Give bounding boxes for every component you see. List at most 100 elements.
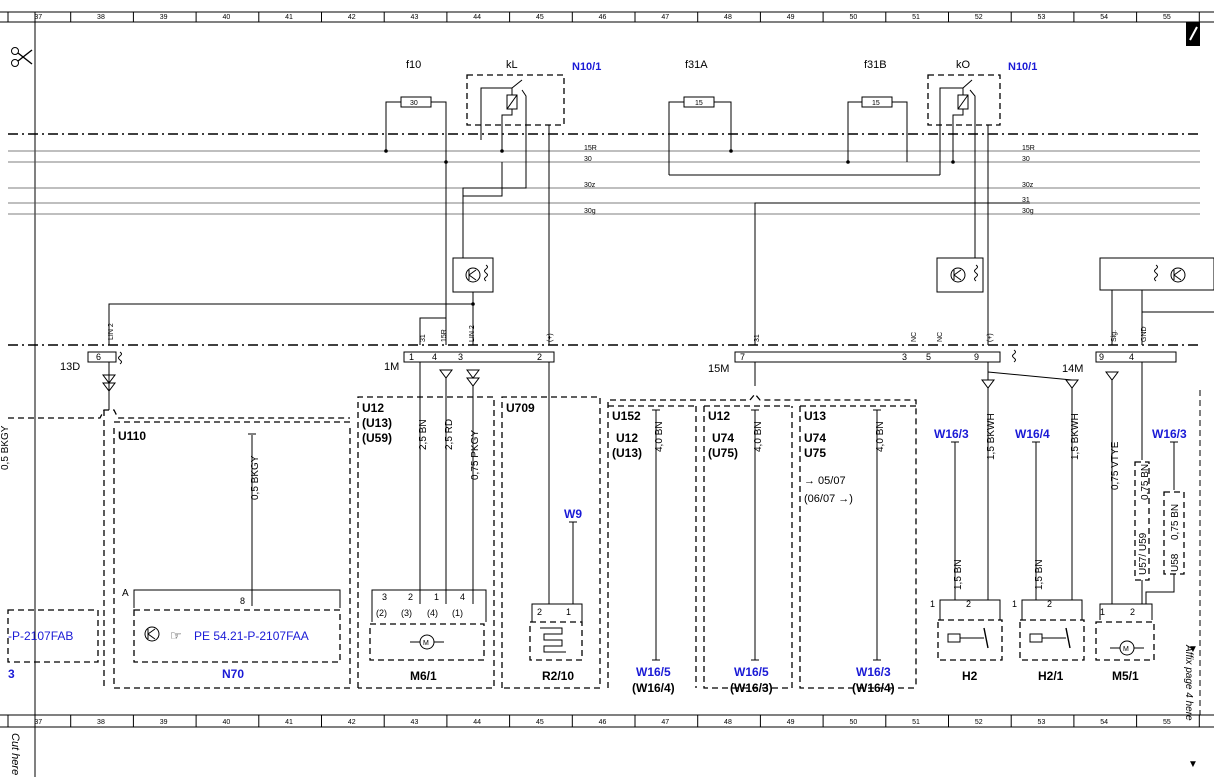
g1-variant-1: U152 xyxy=(612,409,641,423)
fuse-f31a: f31A 15 xyxy=(668,59,733,175)
relay-kl: kL N10/1 xyxy=(466,59,601,153)
m51-pin-2: 2 xyxy=(1130,607,1135,617)
h2-wire-gnd: 1,5 BN xyxy=(953,559,964,590)
g3-note-2: (06/07 →) xyxy=(804,493,853,505)
cut-here-label: Cut here xyxy=(9,733,21,775)
ruler-top-label: 39 xyxy=(160,14,168,21)
connector-1m-sig-15r: 15R xyxy=(441,329,448,342)
connector-15m-label: 15M xyxy=(708,363,729,375)
transistor-icon xyxy=(1170,267,1186,283)
ruler-bottom-label: 42 xyxy=(348,719,356,726)
ruler-top-label: 41 xyxy=(285,14,293,21)
ground-group-1: U152 U12 (U13) 4,0 BN W16/5 (W16/4) xyxy=(607,392,917,695)
component-m6-1: U12 (U13) (U59) 2,5 BN 2,5 RD 0,75 PKGY … xyxy=(357,362,495,689)
g3-wire: 4,0 BN xyxy=(875,421,886,452)
m61-wire-1: 2,5 BN xyxy=(418,419,429,450)
module-u110: U110 0,5 BKGY 0,5 BKGY A 8 ☞ PE 54.21-P-… xyxy=(0,409,351,689)
h2-pin-2: 2 xyxy=(966,599,971,609)
ruler-bottom-label: 55 xyxy=(1163,719,1171,726)
ruler-bottom-label: 41 xyxy=(285,719,293,726)
g2-variant-3: (U75) xyxy=(708,446,738,460)
bus-label-15r-right: 15R xyxy=(1022,145,1035,152)
ruler-bottom-label: 37 xyxy=(34,719,42,726)
g2-variant-2: U74 xyxy=(712,431,734,445)
connector-1m-pin2: 2 xyxy=(537,352,542,362)
connector-14m-gnd: GND xyxy=(1141,326,1148,342)
ruler-bottom-label: 43 xyxy=(411,719,419,726)
svg-text:M: M xyxy=(1123,646,1129,653)
left-module-reference: -P-2107FAB xyxy=(8,629,73,643)
ruler-bottom-label: 44 xyxy=(473,719,481,726)
h2-ground: W16/3 xyxy=(934,427,969,441)
ruler-top-label: 45 xyxy=(536,14,544,21)
m51-wire-gnd1: 0,75 BN xyxy=(1140,464,1151,500)
m51-ground: W16/3 xyxy=(1152,427,1187,441)
ruler-top-label: 42 xyxy=(348,14,356,21)
ruler-top-label: 53 xyxy=(1038,14,1046,21)
u110-cut-wire: 0,5 BKGY xyxy=(0,425,11,470)
fuse-f31a-rating: 15 xyxy=(695,100,703,107)
m61-variant-3: (U59) xyxy=(362,431,392,445)
m61-pin-top-3: 1 xyxy=(434,592,439,602)
ruler-bottom-label: 39 xyxy=(160,719,168,726)
connector-1m-pin1: 1 xyxy=(409,352,414,362)
ruler-top-label: 48 xyxy=(724,14,732,21)
m61-pin-bottom-4: (1) xyxy=(452,608,463,618)
g1-variant-2: U12 xyxy=(616,431,638,445)
r210-pin-2: 2 xyxy=(537,607,542,617)
r210-pin-1: 1 xyxy=(566,607,571,617)
driver-ko xyxy=(936,257,984,293)
ruler-bottom-label: 50 xyxy=(849,719,857,726)
u110-pin: 8 xyxy=(240,596,245,606)
ruler-bottom-label: 46 xyxy=(599,719,607,726)
connector-15m-sig-nc2: NC xyxy=(937,332,944,342)
bottom-ruler xyxy=(0,714,1214,728)
affix-arrow-top-icon: ▼ xyxy=(1188,644,1198,655)
ruler-top-label: 44 xyxy=(473,14,481,21)
connector-14m-sig: Sig. xyxy=(1111,330,1118,342)
u110-label: U110 xyxy=(118,429,146,443)
connector-1m-sig-31: 31 xyxy=(420,334,427,342)
transistor-icon xyxy=(950,267,966,283)
component-h2-1: W16/4 1,5 BN 1,5 BKWH 1 2 H2/1 xyxy=(1012,402,1085,683)
connector-13d-label: 13D xyxy=(60,361,80,373)
ruler-bottom-label: 47 xyxy=(661,719,669,726)
ruler-top-label: 52 xyxy=(975,14,983,21)
m51-wire-gnd2: 0,75 BN xyxy=(1170,504,1181,540)
h21-pin-2: 2 xyxy=(1047,599,1052,609)
connector-14m-label: 14M xyxy=(1062,363,1083,375)
coupling-icon xyxy=(102,362,116,410)
relay-kl-label: kL xyxy=(506,59,518,71)
connector-1m-sig-plus: (+) xyxy=(547,333,554,342)
ruler-top-label: 46 xyxy=(599,14,607,21)
ruler-top-label: 38 xyxy=(97,14,105,21)
ruler-top-label: 54 xyxy=(1100,14,1108,21)
ruler-top-label: 50 xyxy=(849,14,857,21)
transistor-icon xyxy=(144,626,160,642)
h21-wire-gnd: 1,5 BN xyxy=(1034,559,1045,590)
fuse-f10-label: f10 xyxy=(406,59,421,71)
fuse-f31b-rating: 15 xyxy=(872,100,880,107)
heater-icon xyxy=(540,627,566,653)
bus-label-30g-right: 30g xyxy=(1022,208,1034,215)
horn-icon xyxy=(947,627,989,649)
g1-variant-3: (U13) xyxy=(612,446,642,460)
ruler-top-label: 37 xyxy=(34,14,42,21)
affix-page-label: Affix page 4 here xyxy=(1183,644,1194,721)
connector-14m: 14M 9 4 Sig. GND xyxy=(1062,326,1177,402)
driver-kl xyxy=(452,195,494,293)
m61-pin-bottom-1: (2) xyxy=(376,608,387,618)
r210-ground: W9 xyxy=(564,507,582,521)
component-r2-10: U709 W9 2 1 R2/10 xyxy=(501,362,601,689)
ruler-bottom-label: 52 xyxy=(975,719,983,726)
connector-14m-pin9: 9 xyxy=(1099,352,1104,362)
h2-name: H2 xyxy=(962,669,978,683)
g3-variant-2: U74 xyxy=(804,431,826,445)
connector-15m-pin9: 9 xyxy=(974,352,979,362)
relay-ko-module: N10/1 xyxy=(1008,61,1037,73)
g2-wire: 4,0 BN xyxy=(753,421,764,452)
g3-ground: W16/3 xyxy=(856,665,891,679)
connector-15m-sig-nc1: NC xyxy=(911,332,918,342)
bus-label-31-right: 31 xyxy=(1022,197,1030,204)
relay-ko: kO N10/1 xyxy=(927,59,1037,175)
